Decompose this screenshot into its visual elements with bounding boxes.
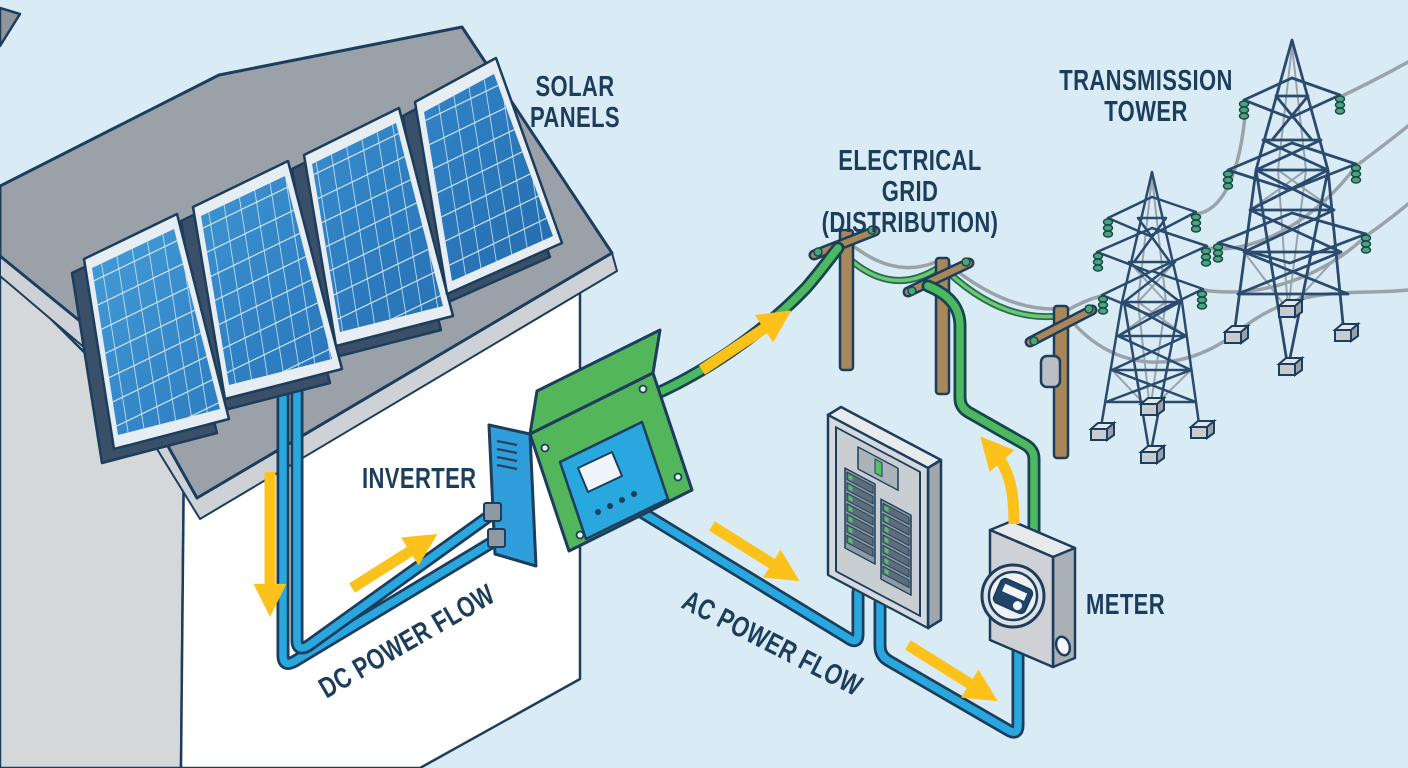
dc-input-port-1 [483, 502, 502, 522]
solar-panel-1 [82, 212, 231, 451]
label-solar-panels-line2: PANELS [529, 102, 621, 135]
label-transmission-tower-line1: TRANSMISSION [1059, 65, 1233, 97]
solar-panel-4 [413, 56, 564, 296]
arrow-to-grid-icon [698, 310, 792, 375]
label-inverter: INVERTER [362, 463, 477, 495]
arrow-ac-2-icon [905, 640, 998, 702]
arrow-ac-1-icon [709, 521, 800, 582]
flow-arrows [253, 310, 1020, 702]
label-meter: METER [1086, 589, 1166, 621]
inverter-screws [540, 384, 683, 540]
transmission-tower-1 [1090, 170, 1215, 464]
label-electrical-grid: ELECTRICAL GRID (DISTRIBUTION) [810, 145, 1011, 240]
roof-corner-back [0, 6, 22, 48]
inverter [483, 328, 694, 568]
pole-transformer [1039, 354, 1062, 389]
ac-cable-panel-to-meter [873, 596, 1025, 739]
breaker-panel [826, 405, 943, 630]
label-transmission-tower-line2: TOWER [1104, 96, 1188, 129]
label-solar-panels: SOLAR PANELS [495, 71, 655, 135]
label-transmission-tower: TRANSMISSION TOWER [1052, 65, 1240, 129]
transmission-tower-2 [1212, 38, 1372, 376]
green-cable-inverter-to-pole [629, 241, 845, 409]
ac-cable-inverter-to-panel [631, 503, 865, 648]
meter-display [992, 577, 1034, 615]
green-cable-pole-to-meter [921, 279, 1041, 555]
inverter-vents [496, 439, 518, 471]
label-electrical-grid-line1: ELECTRICAL GRID [838, 145, 982, 209]
inverter-lcd [577, 451, 623, 493]
dc-cables [276, 365, 503, 670]
meter-knockout [1054, 635, 1072, 657]
arrow-meter-up-icon [980, 436, 1020, 525]
solar-panel-3 [302, 106, 455, 348]
solar-panel-2 [191, 159, 344, 401]
meter [980, 519, 1077, 669]
utility-poles [808, 225, 1098, 460]
dc-input-port-2 [487, 528, 506, 548]
label-solar-panels-line1: SOLAR [535, 71, 615, 103]
utility-pole-1 [808, 225, 881, 372]
label-electrical-grid-line2: (DISTRIBUTION) [821, 207, 999, 240]
arrow-dc-diagonal-icon [349, 533, 438, 593]
inverter-buttons [595, 491, 637, 515]
utility-pole-3 [1024, 304, 1098, 460]
solar-panel-array [70, 56, 564, 465]
